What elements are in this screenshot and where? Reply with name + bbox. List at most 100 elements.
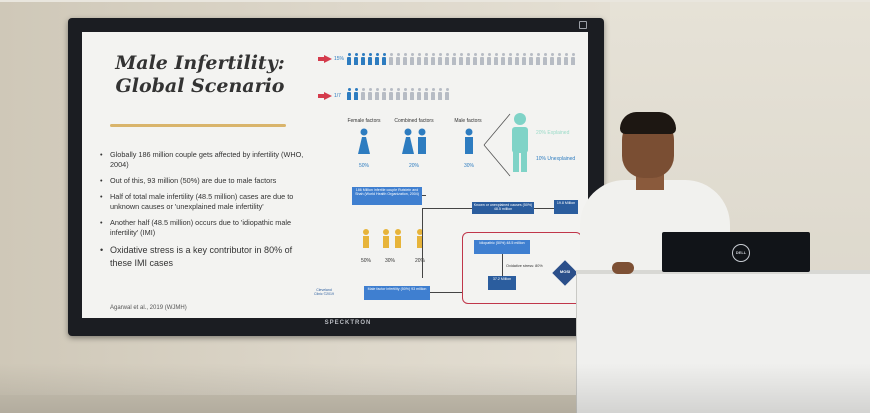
mosi-label: MOSI [559,269,571,274]
person-icon [353,53,359,65]
factor-percent: 50% [358,163,369,169]
tv-brand: SPECKTRON [324,320,372,326]
person-icon [395,88,401,100]
flow-line [422,208,423,278]
person-icon [444,88,450,100]
camera-icon [579,21,587,29]
flow-box-unexplained: Known or unexplained causes (50%) 48.5 m… [472,202,534,214]
person-icon [367,53,373,65]
person-icon [416,53,422,65]
person-icon [549,53,555,65]
person-icon [465,53,471,65]
person-icon [346,88,352,100]
podium-edge [576,270,870,274]
large-male-figure-icon [512,113,528,172]
flow-pct: 50% [360,258,371,264]
person-icon [451,53,457,65]
person-icon [395,53,401,65]
person-icon [479,53,485,65]
flow-box-value: 19.8 Million [554,200,578,214]
person-icon [374,53,380,65]
person-icon [563,53,569,65]
flow-box-top: 186 Million infertile couple Rutstein an… [352,187,422,205]
flow-line [430,292,462,293]
ratio-label: 15% [334,56,345,62]
flow-pct: 30% [384,258,395,264]
person-icon [535,53,541,65]
person-icon [360,88,366,100]
baseboard [0,395,580,413]
red-arrow-icon [324,92,332,100]
monitor-logo: DELL [732,244,750,262]
person-icon [388,88,394,100]
clinic-logo: Cleveland Clinic ©2019 [314,288,334,296]
bullet-item: Half of total male infertility (48.5 mil… [100,192,312,212]
ceiling [0,0,870,2]
person-icon [430,88,436,100]
ratio-label: 1/7 [334,93,341,99]
factor-label: Female factors [347,118,381,124]
flow-line [534,208,554,209]
person-icon [423,53,429,65]
person-icon [542,53,548,65]
person-icon [458,53,464,65]
presenter-hair [620,112,676,134]
person-icon [514,53,520,65]
flow-box-male: Male factor infertility (50%) 93 million [364,286,430,300]
person-icon [402,53,408,65]
person-icon [416,88,422,100]
red-arrow-stem [318,57,324,61]
couple-figure-icon [402,128,426,154]
person-icon [493,53,499,65]
person-icon [402,88,408,100]
person-icon [388,53,394,65]
person-icon [437,53,443,65]
podium [576,270,870,413]
slide-title: Male Infertility: Global Scenario [110,52,290,98]
flow-line [422,195,426,196]
person-icon [360,53,366,65]
factor-percent: 20% [408,163,419,169]
people-row-1 [346,53,576,65]
bracket-icon [483,113,511,177]
person-icon [528,53,534,65]
bullet-item: Globally 186 million couple gets affecte… [100,150,312,170]
flow-box-idiopathic: Idiopathic (50%) 48.5 million [474,240,530,254]
person-icon [409,53,415,65]
people-row-2 [346,88,450,100]
title-underline [110,124,286,127]
flow-pct: 20% [414,258,425,264]
title-line-1: Male Infertility: [115,52,285,74]
red-arrow-icon [324,55,332,63]
legend-unexplained: 10% Unexplained [536,156,576,162]
factor-percent: 30% [463,163,474,169]
male-figure-icon [465,128,473,154]
bullet-item: Another half (48.5 million) occurs due t… [100,218,312,238]
person-icon [353,88,359,100]
factor-label: Male factors [454,118,482,124]
oxidative-label: Oxidative stress: 80% [506,264,543,268]
person-icon [430,53,436,65]
legend-explained: 20% Explained [536,130,570,136]
citation: Agarwal et al., 2019 (WJMH) [110,305,187,311]
bullet-item: Out of this, 93 million (50%) are due to… [100,176,312,186]
female-figure-icon [358,128,370,154]
shadow [0,363,870,413]
person-icon [500,53,506,65]
presenter-hand [612,262,634,274]
person-icon [423,88,429,100]
person-icon [367,88,373,100]
person-icon [374,88,380,100]
red-arrow-stem [318,94,324,98]
person-icon [507,53,513,65]
flow-line [502,254,503,276]
person-icon [521,53,527,65]
person-icon [409,88,415,100]
person-icon [486,53,492,65]
person-icon [472,53,478,65]
title-line-2: Global Scenario [115,74,285,97]
person-icon [570,53,576,65]
slide-screen: Male Infertility: Global Scenario Global… [82,32,588,318]
person-icon [437,88,443,100]
person-icon [381,88,387,100]
